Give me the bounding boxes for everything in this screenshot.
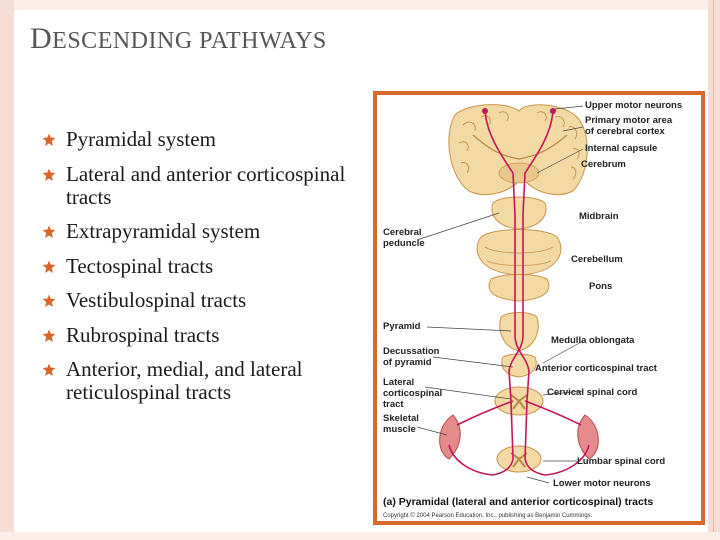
skeletal-muscle-left xyxy=(439,414,461,460)
label-pyramid: Pyramid xyxy=(383,321,421,332)
bullet-item: Extrapyramidal system xyxy=(42,220,362,243)
bullet-text: Vestibulospinal tracts xyxy=(66,288,247,312)
upper-medulla-section xyxy=(488,274,550,302)
label-lateral-corticospinal: Lateral xyxy=(383,377,414,388)
label-medulla-oblongata: Medulla oblongata xyxy=(551,335,635,346)
label-cerebral-peduncle-2: peduncle xyxy=(383,238,425,249)
bullet-text: Extrapyramidal system xyxy=(66,219,261,243)
slide-frame-line xyxy=(713,0,714,540)
figure-copyright: Copyright © 2004 Pearson Education, Inc.… xyxy=(383,512,593,519)
label-skeletal-muscle: Skeletal xyxy=(383,413,419,424)
label-decussation: Decussation xyxy=(383,346,440,357)
pons-folds xyxy=(484,246,554,266)
label-cerebral-peduncle: Cerebral xyxy=(383,227,422,238)
label-cervical-spinal-cord: Cervical spinal cord xyxy=(547,387,637,398)
upper-motor-neuron-left xyxy=(482,108,488,114)
label-cerebellum: Cerebellum xyxy=(571,254,623,265)
label-anterior-corticospinal-tract: Anterior corticospinal tract xyxy=(535,363,658,374)
label-cerebrum: Cerebrum xyxy=(581,159,626,170)
label-decussation-2: of pyramid xyxy=(383,357,432,368)
slide-title: DESCENDING PATHWAYS xyxy=(30,22,327,56)
label-primary-motor-area: Primary motor area xyxy=(585,115,673,126)
label-lateral-corticospinal-3: tract xyxy=(383,399,404,410)
skeletal-muscle-right xyxy=(577,414,599,460)
decussation-section xyxy=(501,353,537,378)
bullet-icon xyxy=(42,329,56,342)
label-pons: Pons xyxy=(589,281,612,292)
bullet-item: Pyramidal system xyxy=(42,128,362,151)
label-lower-motor-neurons: Lower motor neurons xyxy=(553,478,651,489)
slide-frame-bottom xyxy=(0,532,720,540)
label-lumbar-spinal-cord: Lumbar spinal cord xyxy=(577,456,665,467)
figure-caption: (a) Pyramidal (lateral and anterior cort… xyxy=(383,496,653,508)
pyramidal-tracts xyxy=(448,110,590,476)
bullet-text: Anterior, medial, and lateral reticulosp… xyxy=(66,357,303,404)
pathway-diagram: Upper motor neurons Primary motor area o… xyxy=(383,100,682,519)
bullet-text: Tectospinal tracts xyxy=(66,253,214,278)
bullet-item: Tectospinal tracts xyxy=(42,253,362,278)
bullet-item: Anterior, medial, and lateral reticulosp… xyxy=(42,358,362,404)
label-upper-motor-neurons: Upper motor neurons xyxy=(585,100,682,111)
bullet-list: Pyramidal system Lateral and anterior co… xyxy=(42,128,362,416)
label-leader-lines xyxy=(416,105,584,484)
midbrain-section xyxy=(491,196,547,230)
label-skeletal-muscle-2: muscle xyxy=(383,424,416,435)
slide-frame-right xyxy=(708,0,720,540)
slide-frame-top xyxy=(0,0,720,10)
medulla-section xyxy=(499,312,539,352)
label-midbrain: Midbrain xyxy=(579,211,619,222)
bullet-text: Rubrospinal tracts xyxy=(66,322,220,347)
cerebrum-section xyxy=(448,104,588,196)
bullet-text: Pyramidal system xyxy=(66,127,216,151)
lumbar-cord-section xyxy=(496,445,542,473)
slide-frame-left xyxy=(0,0,14,540)
cervical-cord-section xyxy=(494,386,544,416)
label-primary-motor-area-2: of cerebral cortex xyxy=(585,126,665,137)
bullet-item: Vestibulospinal tracts xyxy=(42,289,362,312)
title-rest: ESCENDING PATHWAYS xyxy=(52,28,327,54)
title-initial: D xyxy=(30,22,53,55)
label-internal-capsule: Internal capsule xyxy=(585,143,657,154)
bullet-icon xyxy=(42,260,56,273)
upper-motor-neuron-right xyxy=(550,108,556,114)
bullet-text: Lateral and anterior corticospinal tract… xyxy=(66,161,346,209)
bullet-item: Rubrospinal tracts xyxy=(42,322,362,347)
bullet-icon xyxy=(42,168,56,181)
pathway-figure: Upper motor neurons Primary motor area o… xyxy=(373,91,705,525)
bullet-icon xyxy=(42,363,56,376)
bullet-icon xyxy=(42,225,56,238)
bullet-icon xyxy=(42,133,56,146)
label-lateral-corticospinal-2: corticospinal xyxy=(383,388,442,399)
bullet-item: Lateral and anterior corticospinal tract… xyxy=(42,161,362,209)
bullet-icon xyxy=(42,294,56,307)
pons-section xyxy=(476,229,562,276)
